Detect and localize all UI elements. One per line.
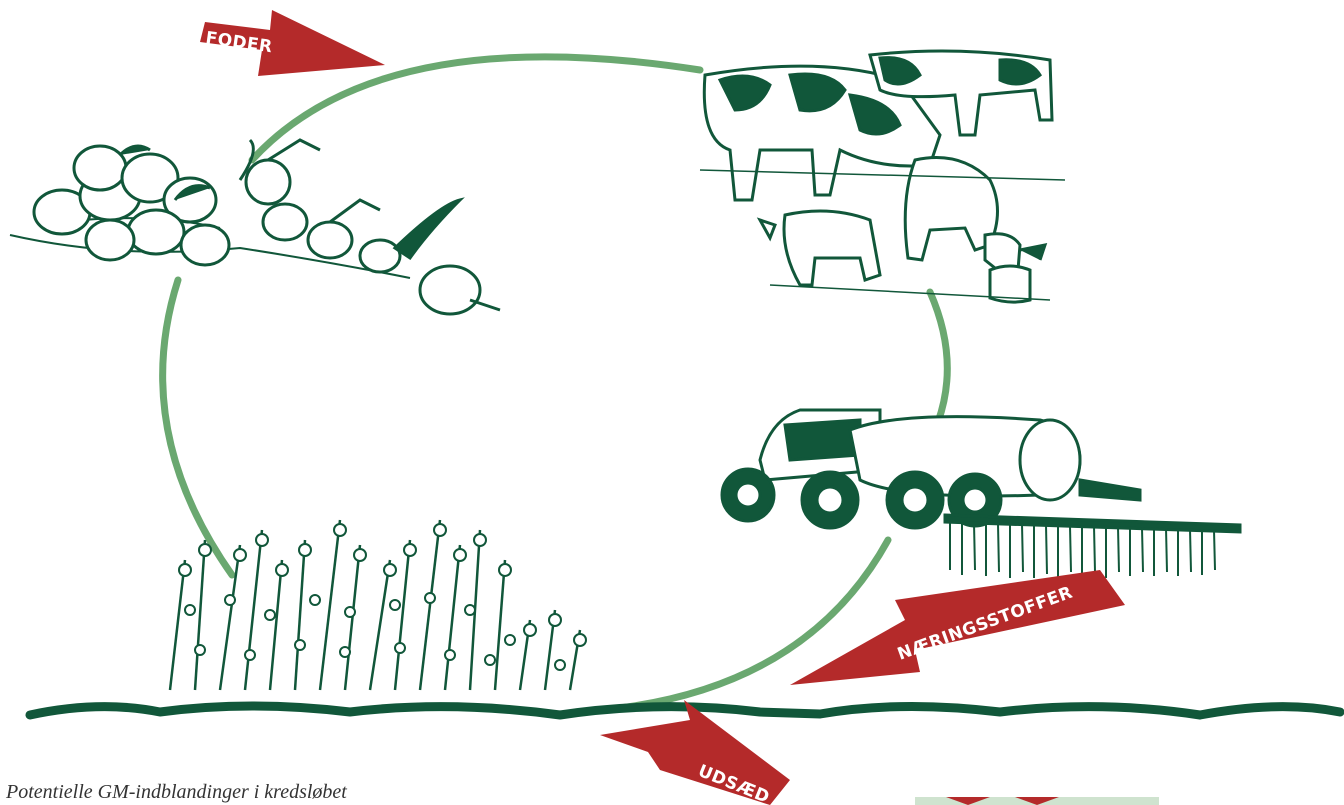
legend-arrow-left (946, 797, 990, 805)
ring-bottom-segment (575, 540, 888, 712)
ring-left-segment (163, 280, 232, 575)
ground-line (30, 706, 1340, 715)
nutrients-arrow: NÆRINGSSTOFFER (790, 570, 1125, 685)
figure-caption: Potentielle GM-indblandinger i kredsløbe… (6, 781, 347, 804)
tractor-tanker-illustration (722, 410, 1240, 578)
rapeseed-plants-illustration (170, 520, 586, 690)
feed-arrow: FODER (200, 10, 385, 76)
livestock-illustration (700, 51, 1065, 302)
ring-top-segment (252, 57, 700, 160)
ring-right-segment (930, 292, 947, 422)
sugar-beets-illustration (10, 140, 500, 314)
legend-arrow-right (1015, 797, 1059, 805)
